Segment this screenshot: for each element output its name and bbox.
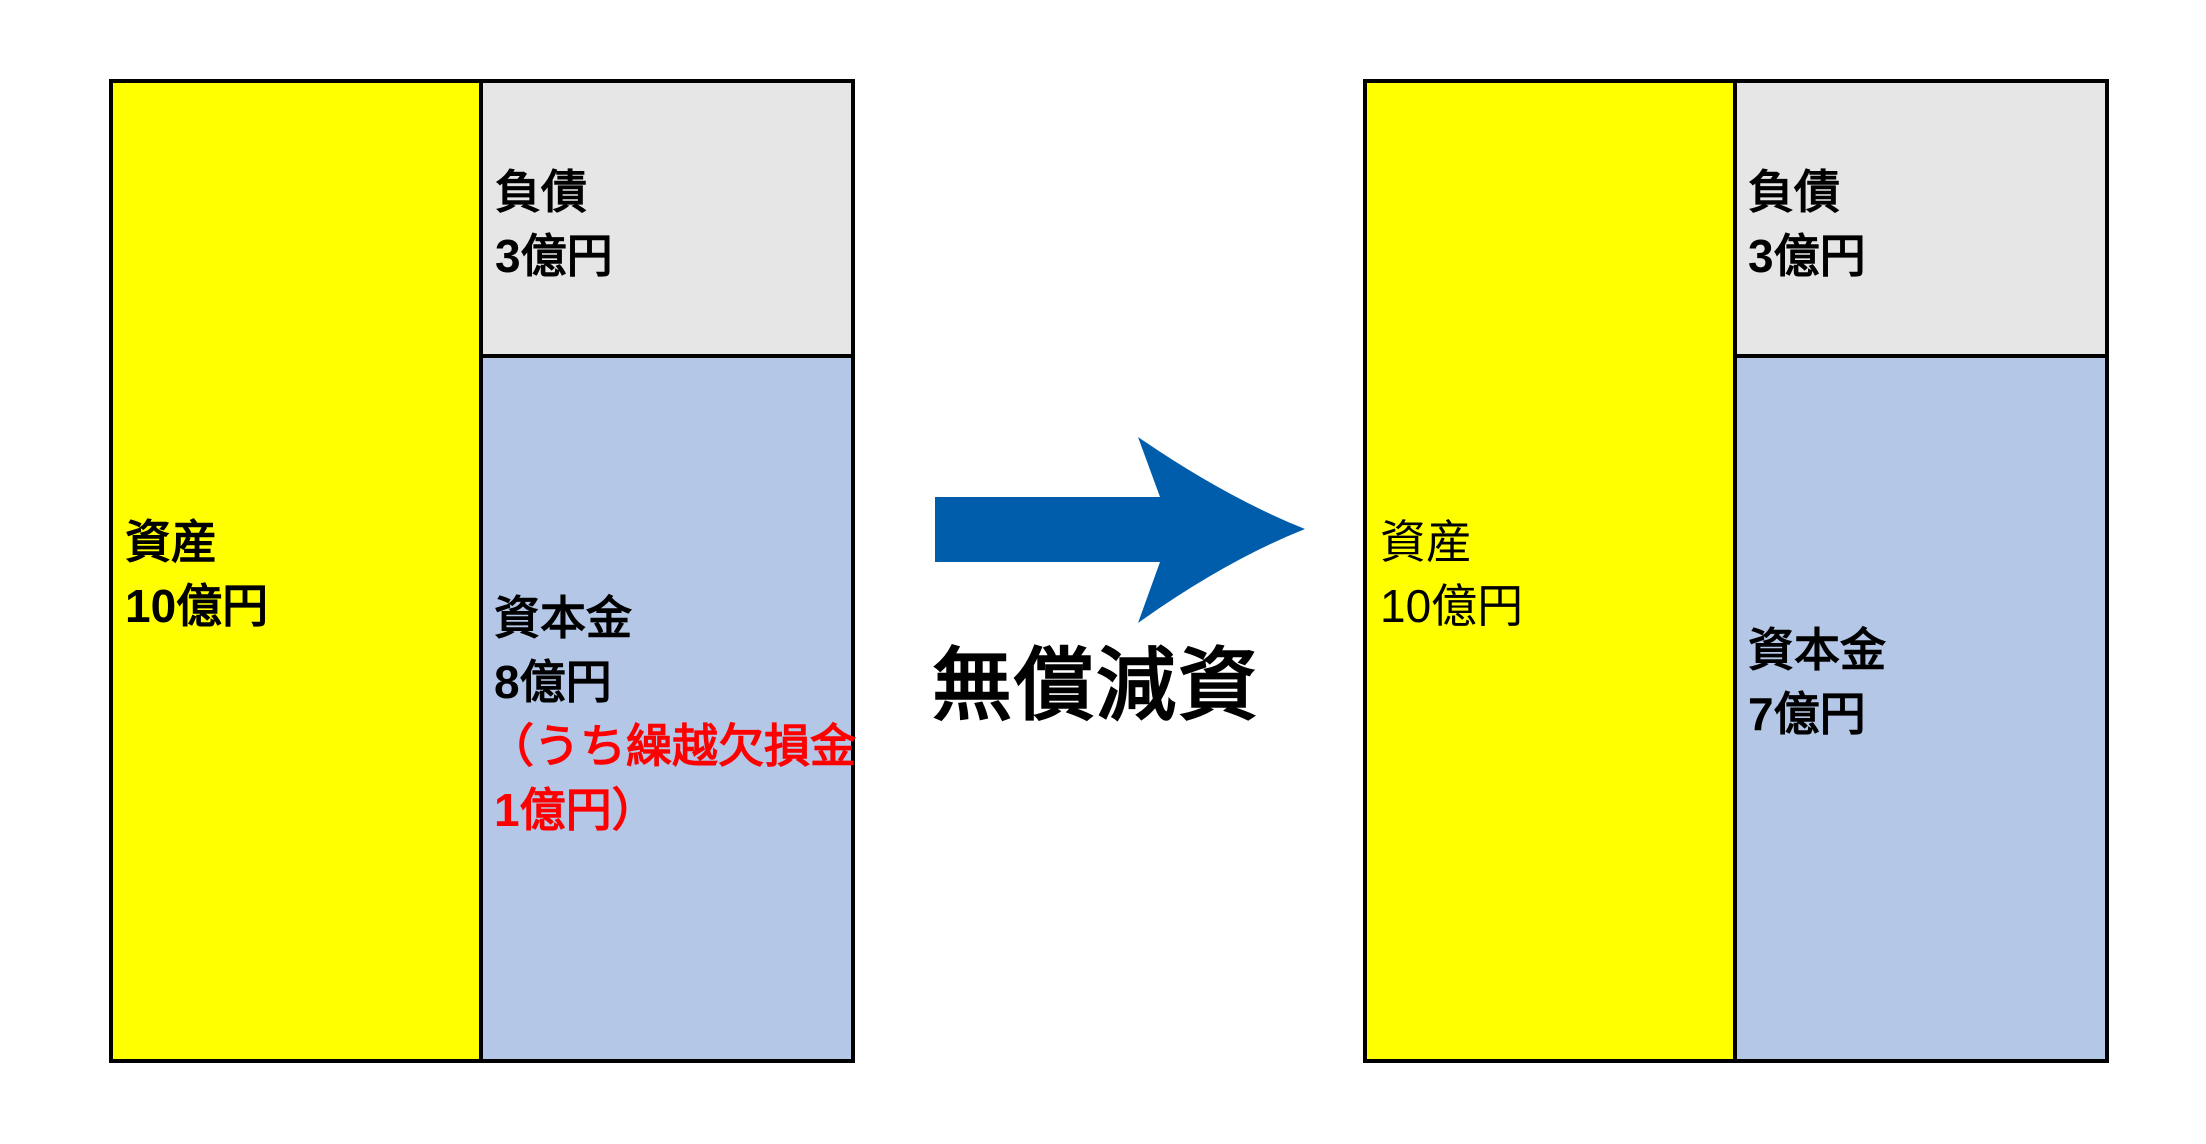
assets-label: 資産 xyxy=(1380,516,1472,568)
assets-amount: 10億円 xyxy=(125,580,269,632)
assets-amount: 10億円 xyxy=(1380,580,1524,632)
assets-text-before: 資産 10億円 xyxy=(125,510,268,638)
balance-sheet-before: 資産 10億円 負債 3億円 資本金 8億円 （うち繰越欠損金 1億円） xyxy=(109,79,856,1063)
balance-sheet-after: 資産 10億円 負債 3億円 資本金 7億円 xyxy=(1363,79,2109,1063)
liabilities-amount: 3億円 xyxy=(1748,230,1866,282)
equity-label: 資本金 xyxy=(494,592,632,644)
right-arrow-icon xyxy=(935,437,1305,623)
assets-block-after: 資産 10億円 xyxy=(1367,83,1733,1059)
assets-block-before: 資産 10億円 xyxy=(113,83,479,1059)
liabilities-block-before: 負債 3億円 xyxy=(483,83,851,354)
liabilities-text-after: 負債 3億円 xyxy=(1748,160,1866,288)
liabilities-block-after: 負債 3億円 xyxy=(1737,83,2105,354)
liabilities-text-before: 負債 3億円 xyxy=(495,160,613,288)
equity-amount: 8億円 xyxy=(494,656,612,708)
liabilities-label: 負債 xyxy=(495,166,587,218)
transition-label: 無償減資 xyxy=(932,641,1260,730)
assets-text-after: 資産 10億円 xyxy=(1380,510,1523,638)
equity-text-after: 資本金 7億円 xyxy=(1748,618,1886,746)
equity-amount: 7億円 xyxy=(1748,688,1866,740)
deficit-note-line2: 1億円） xyxy=(494,784,658,836)
liabilities-amount: 3億円 xyxy=(495,230,613,282)
liabilities-label: 負債 xyxy=(1748,166,1840,218)
equity-block-after: 資本金 7億円 xyxy=(1737,358,2105,1059)
equity-text-before: 資本金 8億円 （うち繰越欠損金 1億円） xyxy=(488,586,856,842)
deficit-note-line1: （うち繰越欠損金 xyxy=(488,720,856,772)
equity-block-before: 資本金 8億円 （うち繰越欠損金 1億円） xyxy=(483,358,856,1059)
assets-label: 資産 xyxy=(125,516,217,568)
equity-label: 資本金 xyxy=(1748,624,1886,676)
